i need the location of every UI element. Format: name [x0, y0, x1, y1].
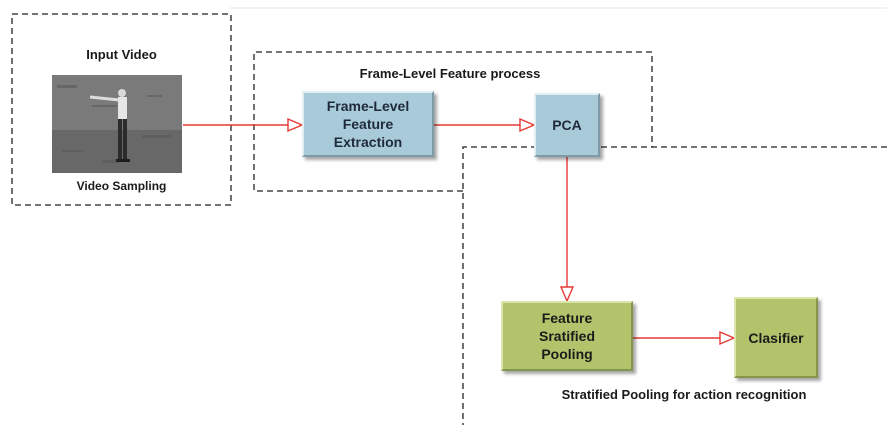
arrow-pooling-to-classifier: [633, 330, 736, 346]
frame-level-group-title: Frame-Level Feature process: [359, 66, 541, 81]
frame-level-feature-extraction-box: Frame-Level Feature Extraction: [302, 91, 434, 157]
input-video-title: Input Video: [86, 47, 157, 62]
arrow-extraction-to-pca: [434, 117, 536, 133]
pca-label: PCA: [552, 117, 582, 133]
feature-stratified-pooling-box: Feature Sratified Pooling: [501, 301, 633, 371]
stratified-pooling-group-title: Stratified Pooling for action recognitio…: [561, 387, 807, 402]
arrow-video-to-extraction: [183, 117, 304, 133]
person-pointing-icon: [52, 75, 182, 173]
input-video-frame: [52, 75, 182, 173]
classifier-label: Clasifier: [748, 329, 804, 346]
feature-stratified-pooling-label: Feature Sratified Pooling: [539, 310, 596, 362]
arrow-pca-to-pooling: [559, 157, 575, 303]
stratified-pooling-dashed-border: [462, 146, 887, 425]
frame-level-feature-extraction-label: Frame-Level Feature Extraction: [326, 98, 410, 150]
input-video-dashed-border: [11, 13, 232, 206]
classifier-box: Clasifier: [734, 297, 818, 378]
pca-box: PCA: [534, 93, 600, 157]
video-sampling-caption: Video Sampling: [76, 179, 167, 193]
